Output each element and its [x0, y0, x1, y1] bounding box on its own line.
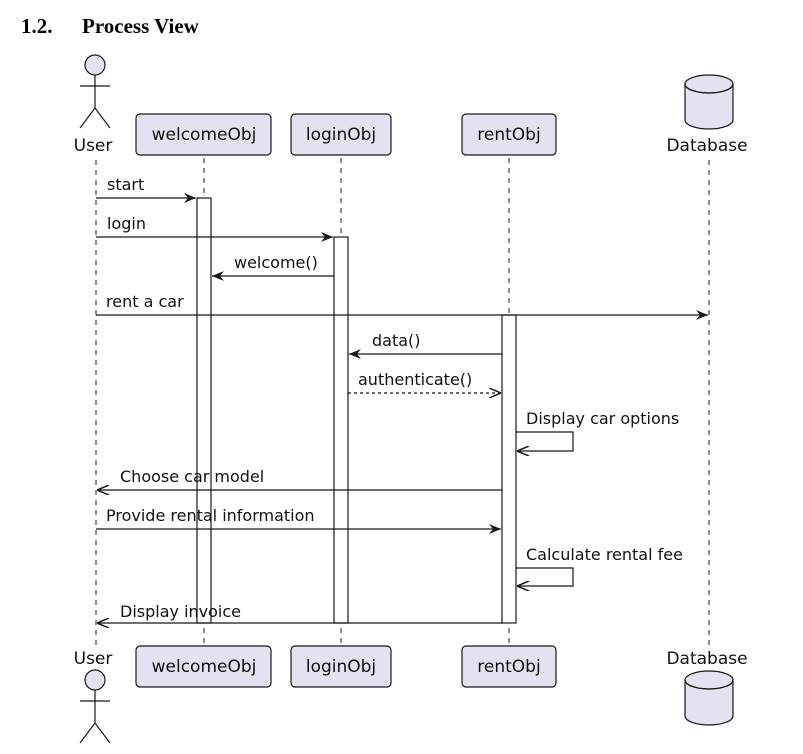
participant-rentobj-bottom-label: rentObj: [477, 657, 540, 677]
activation-loginobj: [333, 236, 349, 624]
msg-provide-rental-information-label: Provide rental information: [106, 506, 315, 525]
msg-calculate-rental-fee-arrow: [516, 567, 574, 586]
activation-welcomeobj: [196, 197, 212, 624]
msg-display-car-options-arrow: [516, 431, 574, 451]
msg-authenticate-label: authenticate(): [358, 370, 472, 389]
user-actor-bottom: [79, 669, 111, 744]
user-actor-top: [79, 54, 111, 129]
section-number: 1.2.: [21, 14, 53, 38]
user-head-icon: [84, 669, 106, 691]
participant-loginobj-top: [290, 113, 392, 156]
msg-login-label: login: [107, 214, 146, 233]
participant-database-top-label: Database: [666, 136, 747, 156]
msg-display-car-options-label: Display car options: [526, 409, 679, 428]
participant-rentobj-top: [461, 113, 557, 156]
participant-database-bottom-label: Database: [666, 649, 747, 669]
participant-welcomeobj-bottom: [135, 645, 272, 688]
participant-loginobj-bottom: [290, 645, 392, 688]
msg-start-label: start: [107, 175, 144, 194]
participant-rentobj-top-label: rentObj: [477, 125, 540, 145]
activations: [196, 197, 517, 624]
participant-welcomeobj-top-label: welcomeObj: [152, 125, 257, 145]
participant-user-top-label: User: [74, 136, 113, 156]
database-icon-top: [684, 74, 734, 130]
participant-welcomeobj-bottom-label: welcomeObj: [152, 657, 257, 677]
participant-loginobj-bottom-label: loginObj: [306, 657, 376, 677]
msg-choose-car-model-label: Choose car model: [120, 467, 264, 486]
section-heading: 1.2. Process View: [21, 14, 199, 39]
participant-user-bottom-label: User: [74, 649, 113, 669]
participant-rentobj-bottom: [461, 645, 557, 688]
msg-display-invoice-label: Display invoice: [120, 602, 241, 621]
user-head-icon: [84, 54, 106, 76]
msg-data-label: data(): [372, 331, 421, 350]
msg-rent-a-car-label: rent a car: [106, 292, 184, 311]
database-icon-bottom: [684, 670, 734, 726]
section-title: Process View: [82, 14, 199, 38]
msg-welcome-label: welcome(): [234, 253, 318, 272]
participant-welcomeobj-top: [135, 113, 272, 156]
msg-calculate-rental-fee-label: Calculate rental fee: [526, 545, 683, 564]
activation-rentobj: [501, 314, 517, 624]
lifelines: [95, 158, 710, 645]
participant-loginobj-top-label: loginObj: [306, 125, 376, 145]
